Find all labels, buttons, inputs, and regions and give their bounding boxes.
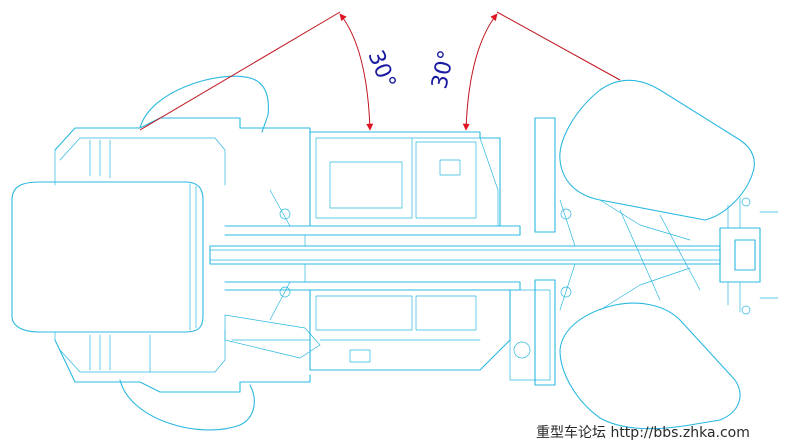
main-beam-inner — [209, 249, 721, 261]
rail-cross-members — [269, 189, 576, 321]
forum-watermark: 重型车论坛 http://bbs.zhka.com — [536, 425, 750, 441]
pivot-bolt-2 — [279, 286, 291, 298]
rear-frame-bottom — [54, 339, 311, 393]
front-hitch — [719, 227, 761, 283]
machine-outline — [11, 75, 779, 431]
right-angle-arc — [462, 13, 498, 131]
left-wheel-hub-line — [189, 183, 197, 331]
body-detail-lines — [439, 137, 499, 227]
rear-frame-inner-bottom — [59, 329, 226, 373]
front-upper-wheel — [559, 79, 755, 221]
front-lower-wheel — [559, 302, 741, 430]
left-angle-arc — [339, 13, 374, 131]
pivot-bolt-1 — [279, 208, 291, 220]
right-extension-line — [496, 11, 621, 81]
front-hub — [513, 341, 531, 359]
rear-frame-top — [54, 117, 311, 151]
hitch-bolt-bottom — [741, 305, 751, 315]
upper-rail — [224, 225, 521, 236]
angle-dimensions: 30° 30° — [139, 11, 621, 131]
lower-rail — [224, 281, 521, 291]
left-extension-line — [139, 11, 341, 131]
front-right-bracket — [509, 289, 551, 381]
hitch-bolt-top — [741, 197, 751, 207]
hitch-arms — [727, 197, 779, 313]
lower-body-panels — [315, 295, 481, 363]
pivot-bolt-4 — [560, 286, 572, 298]
front-pillar — [534, 117, 556, 386]
main-body-panel-left — [315, 137, 481, 219]
rear-frame-side — [54, 149, 311, 373]
pivot-bolt-3 — [560, 208, 572, 220]
access-hatch — [329, 161, 403, 209]
steering-fork — [599, 199, 701, 311]
left-rear-wheel-upper — [139, 75, 269, 133]
rear-frame-inner-top — [59, 137, 226, 186]
lower-tank — [224, 314, 321, 359]
left-angle-label: 30° — [362, 47, 400, 93]
right-angle-label: 30° — [427, 48, 460, 91]
left-rear-wheel-lower — [119, 379, 255, 431]
main-body-outer — [309, 131, 501, 227]
left-large-wheel — [11, 181, 204, 333]
main-beam — [209, 245, 721, 265]
